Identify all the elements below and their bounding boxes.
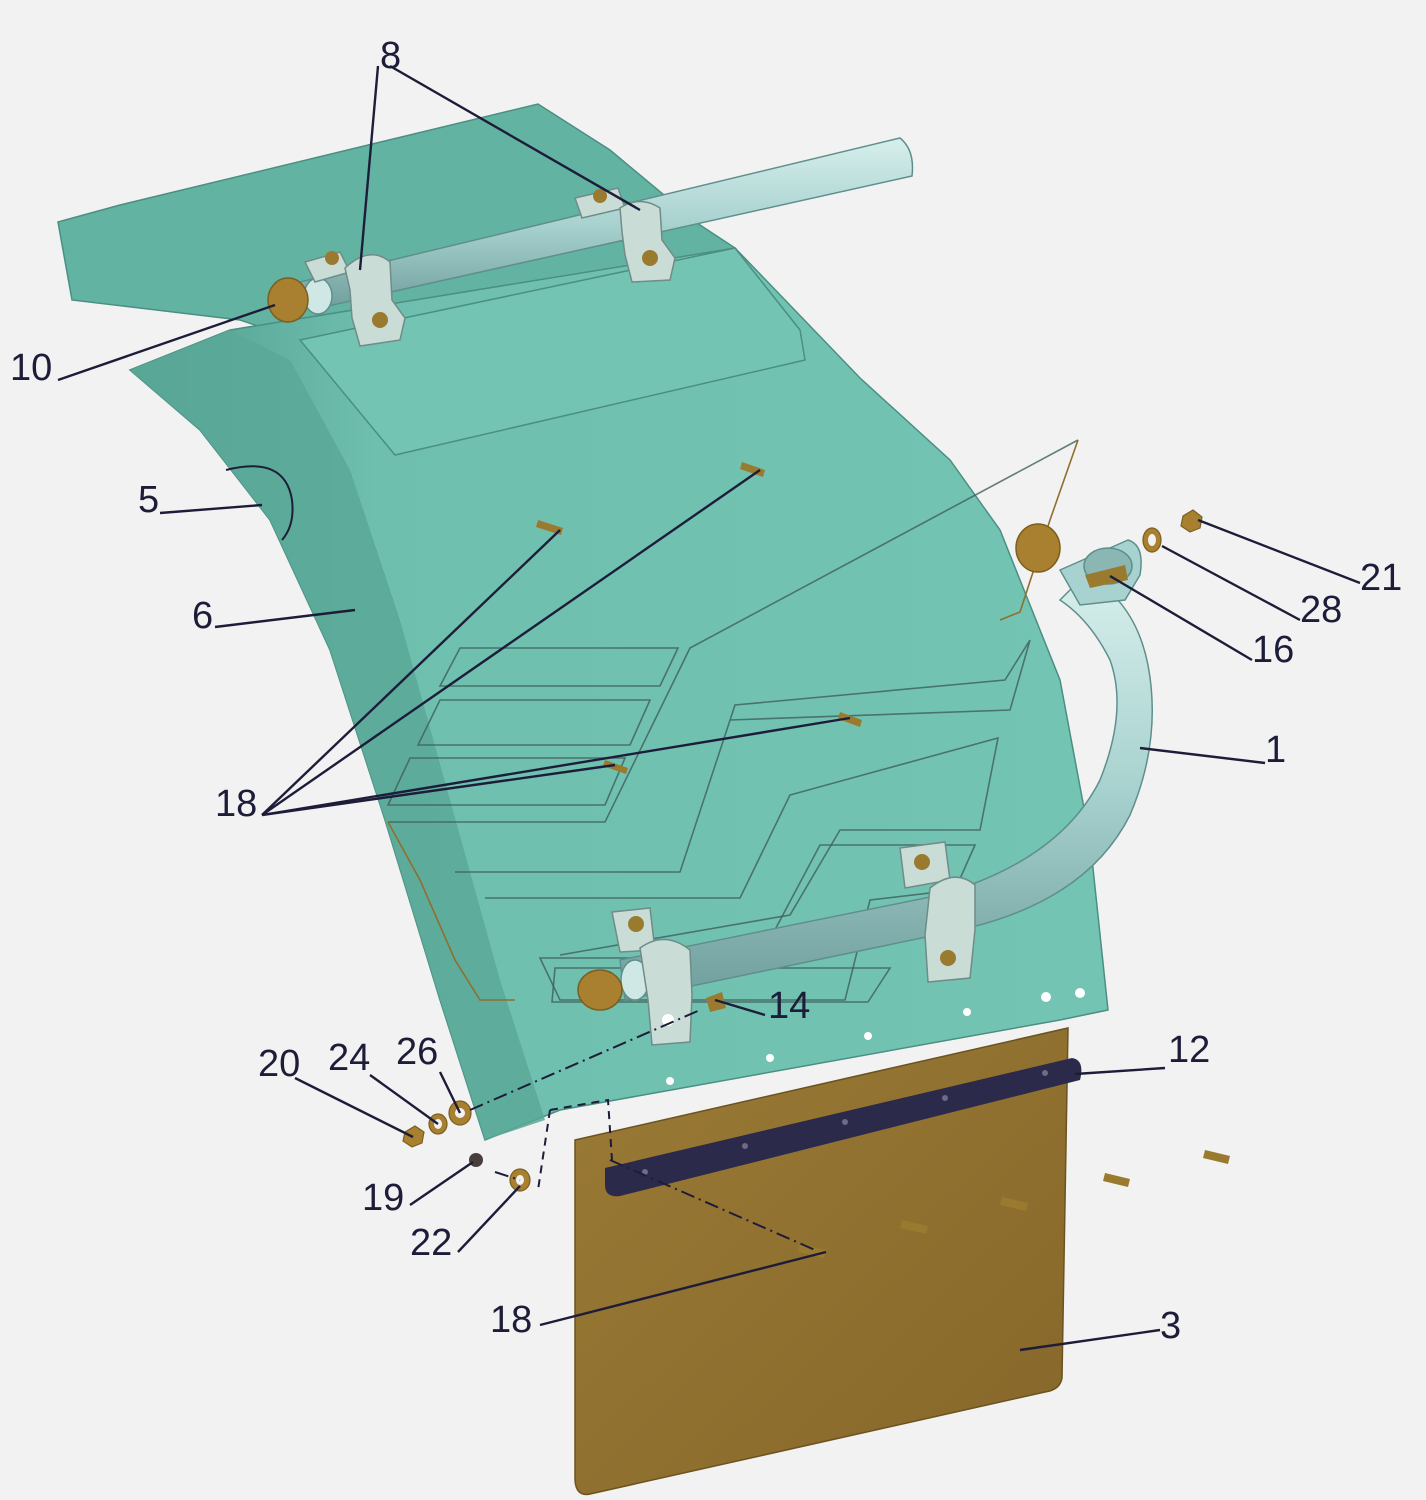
lower-tube-assembly bbox=[577, 523, 1154, 1046]
nut-21 bbox=[1180, 509, 1203, 533]
mudflap-strip bbox=[605, 1058, 1082, 1197]
callout-16: 16 bbox=[1252, 629, 1294, 671]
callout-labels: 8 10 5 6 18 21 28 16 1 14 12 20 24 26 19… bbox=[10, 35, 1402, 1347]
callout-20: 20 bbox=[258, 1043, 300, 1085]
fender-side-arc bbox=[225, 465, 294, 541]
lower-right-clamp bbox=[899, 841, 976, 983]
upper-tube-plug bbox=[267, 277, 309, 323]
callout-18-lower: 18 bbox=[490, 1299, 532, 1341]
tube-top-flange bbox=[1058, 539, 1142, 606]
callout-12: 12 bbox=[1168, 1029, 1210, 1071]
mudflap bbox=[574, 1027, 1069, 1496]
callout-19: 19 bbox=[362, 1177, 404, 1219]
callout-18-upper: 18 bbox=[215, 783, 257, 825]
mudflap-assembly bbox=[574, 1027, 1230, 1496]
callout-10: 10 bbox=[10, 347, 52, 389]
callout-22: 22 bbox=[410, 1222, 452, 1264]
fender-bolts bbox=[536, 462, 862, 1012]
mudflap-strip-holes bbox=[642, 1070, 1048, 1175]
callout-21: 21 bbox=[1360, 557, 1402, 599]
callout-26: 26 bbox=[396, 1031, 438, 1073]
callout-1: 1 bbox=[1265, 729, 1286, 771]
upper-support-tube bbox=[299, 137, 914, 311]
upper-right-clamp bbox=[574, 187, 676, 283]
callout-24: 24 bbox=[328, 1037, 370, 1079]
callout-6: 6 bbox=[192, 595, 213, 637]
callout-3: 3 bbox=[1160, 1305, 1181, 1347]
fender-mounting-holes bbox=[666, 988, 1085, 1085]
callout-8: 8 bbox=[380, 35, 401, 77]
upper-tube-assembly bbox=[267, 137, 914, 347]
nut-20 bbox=[402, 1125, 425, 1148]
upper-left-clamp bbox=[303, 251, 406, 347]
callout-28: 28 bbox=[1300, 589, 1342, 631]
callout-5: 5 bbox=[138, 479, 159, 521]
assembly-lines bbox=[469, 1009, 816, 1251]
lower-tube-top-plug bbox=[1015, 523, 1061, 573]
fender-edge-band bbox=[130, 330, 545, 1140]
washer-19 bbox=[469, 1153, 483, 1167]
lower-tube-plug bbox=[577, 969, 623, 1011]
leader-lines bbox=[57, 64, 1361, 1352]
mudflap-bolts bbox=[798, 1150, 1230, 1258]
callout-14: 14 bbox=[768, 985, 810, 1027]
